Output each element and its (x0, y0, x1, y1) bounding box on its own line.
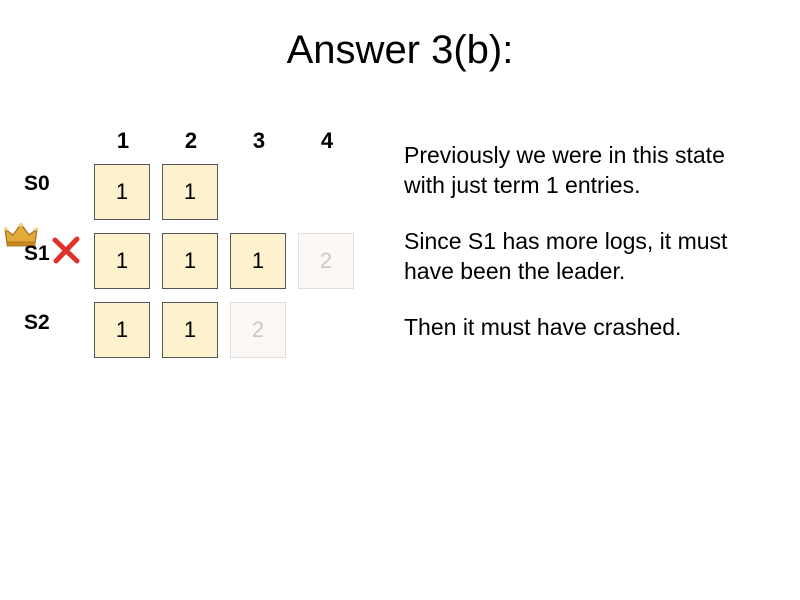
column-header-1: 1 (116, 128, 130, 153)
explanation-paragraph-2: Since S1 has more logs, it must have bee… (404, 228, 728, 284)
log-entry: 1 (162, 302, 218, 358)
slide-title: Answer 3(b): (286, 28, 514, 72)
log-entry-faded: 2 (298, 233, 354, 289)
log-entry: 1 (230, 233, 286, 289)
column-header-4: 4 (320, 128, 334, 153)
explanation-paragraph-1: Previously we were in this state with ju… (404, 142, 725, 198)
column-header-3: 3 (252, 128, 266, 153)
server-label-s0: S0 (24, 172, 50, 195)
column-header-2: 2 (184, 128, 198, 153)
explanation-text: Previously we were in this state with ju… (404, 140, 764, 368)
server-label-s1: S1 (24, 242, 50, 265)
log-entry: 1 (94, 233, 150, 289)
crown-icon (4, 222, 38, 247)
log-entry-faded: 2 (230, 302, 286, 358)
server-label-s2: S2 (24, 311, 50, 334)
log-entry: 1 (162, 233, 218, 289)
log-entry: 1 (94, 164, 150, 220)
red-x-icon (52, 236, 80, 264)
log-entry: 1 (94, 302, 150, 358)
explanation-paragraph-3: Then it must have crashed. (404, 314, 682, 340)
log-entry: 1 (162, 164, 218, 220)
